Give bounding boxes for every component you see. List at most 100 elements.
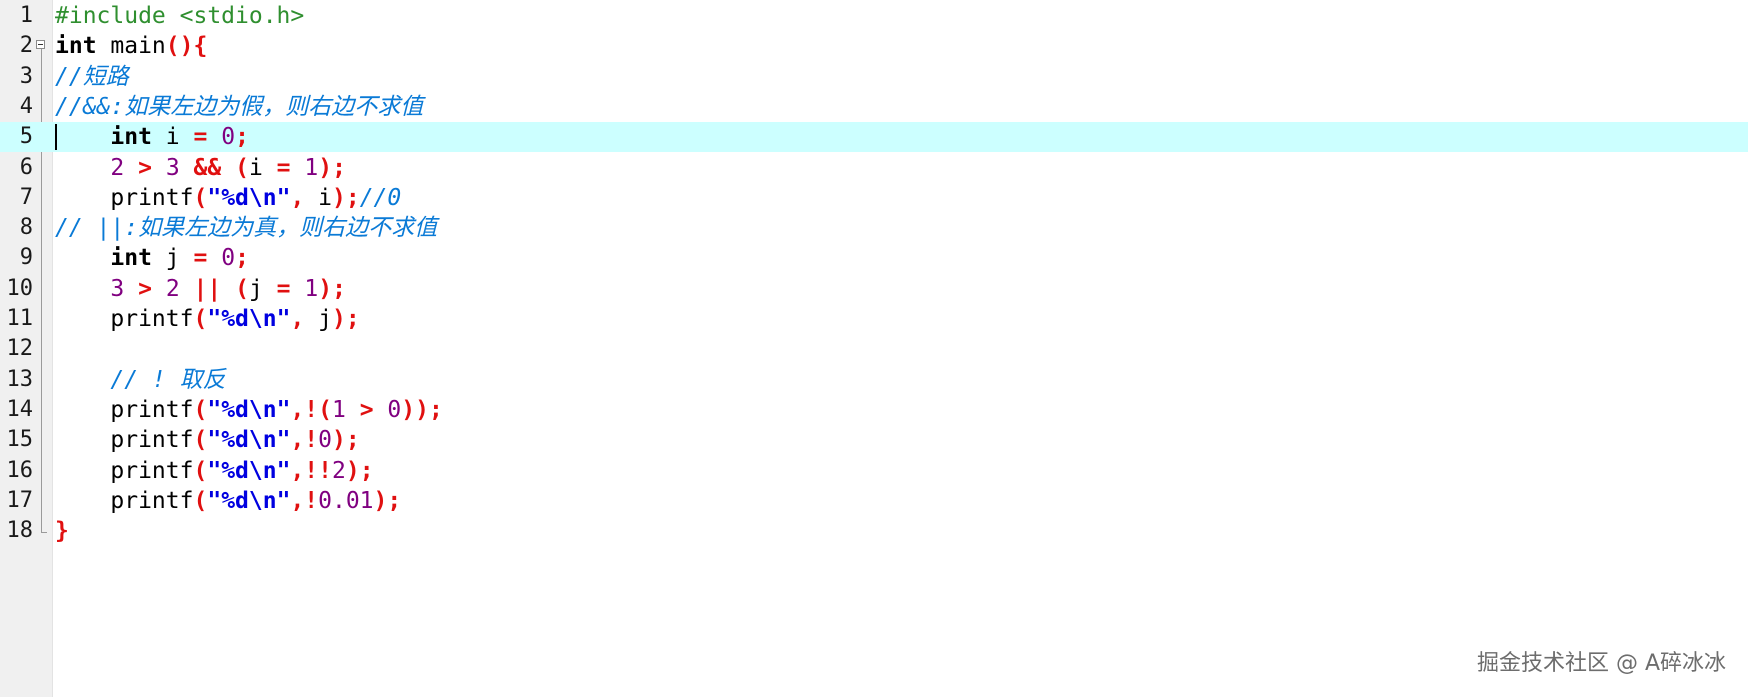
- code-line[interactable]: 4 //&&:如果左边为假，则右边不求值: [0, 92, 1748, 122]
- code-text[interactable]: printf("%d\n",!0.01);: [55, 486, 401, 516]
- code-token: i: [248, 154, 277, 181]
- code-token: ,: [290, 306, 305, 332]
- code-token: [180, 276, 194, 302]
- code-line[interactable]: 7 printf("%d\n", i);//0: [0, 183, 1748, 213]
- code-text[interactable]: printf("%d\n", i);//0: [55, 183, 401, 213]
- code-token: );: [332, 306, 360, 332]
- line-number: 10: [6, 275, 34, 301]
- code-text[interactable]: #include <stdio.h>: [55, 1, 304, 31]
- code-line[interactable]: 15 printf("%d\n",!0);: [0, 425, 1748, 455]
- code-line[interactable]: 10 3 > 2 || (j = 1);: [0, 274, 1748, 304]
- code-token: [124, 276, 138, 302]
- code-line[interactable]: 8// ||:如果左边为真，则右边不求值: [0, 213, 1748, 243]
- code-token: [152, 155, 166, 181]
- code-text[interactable]: int j = 0;: [55, 243, 249, 273]
- code-token: i: [304, 184, 332, 211]
- code-text[interactable]: //&&:如果左边为假，则右边不求值: [55, 92, 423, 122]
- code-token: j: [151, 245, 194, 272]
- fold-guide: [41, 48, 42, 532]
- code-token: printf: [55, 184, 194, 211]
- code-token: ;: [235, 124, 249, 151]
- code-token: >: [138, 275, 152, 302]
- code-token: main: [96, 33, 166, 60]
- code-token: );: [332, 427, 360, 454]
- code-token: // ||:如果左边为真，则右边不求值: [55, 215, 438, 242]
- code-text[interactable]: int main(){: [55, 31, 207, 61]
- code-token: 2: [331, 457, 346, 484]
- code-text[interactable]: }: [55, 516, 69, 546]
- code-text[interactable]: printf("%d\n", j);: [55, 304, 360, 334]
- code-text[interactable]: // ||:如果左边为真，则右边不求值: [55, 213, 437, 243]
- code-token: 2: [165, 275, 180, 302]
- code-text[interactable]: int i = 0;: [55, 122, 249, 152]
- code-token: #include <stdio.h>: [55, 3, 305, 29]
- code-line[interactable]: 12: [0, 334, 1748, 364]
- line-number: 16: [6, 457, 34, 483]
- code-token: >: [359, 396, 374, 423]
- code-token: printf: [55, 396, 194, 423]
- code-line[interactable]: 5 int i = 0;: [0, 122, 1748, 153]
- code-token: 0: [221, 245, 236, 272]
- code-text[interactable]: printf("%d\n",!0);: [55, 425, 360, 455]
- code-text[interactable]: printf("%d\n",!(1 > 0));: [55, 395, 443, 425]
- code-token: );: [318, 154, 346, 181]
- line-number: 7: [19, 184, 33, 210]
- code-token: "%d\n": [207, 427, 291, 454]
- code-token: ));: [401, 396, 443, 423]
- code-token: [55, 124, 110, 150]
- code-token: [291, 155, 305, 181]
- line-number-gutter: [0, 0, 53, 697]
- code-token: (: [193, 487, 208, 514]
- fold-guide-end: [41, 532, 47, 533]
- code-token: [55, 276, 110, 302]
- code-line[interactable]: 2 int main(){: [0, 31, 1748, 61]
- code-line[interactable]: 16 printf("%d\n",!!2);: [0, 456, 1748, 486]
- code-token: [124, 155, 138, 181]
- code-token: ||: [193, 275, 222, 302]
- code-token: printf: [55, 427, 194, 454]
- code-token: //0: [359, 184, 402, 211]
- code-line[interactable]: 11 printf("%d\n", j);: [0, 304, 1748, 334]
- code-token: //&&:如果左边为假，则右边不求值: [55, 93, 424, 120]
- code-token: =: [276, 275, 291, 302]
- code-text[interactable]: // ! 取反: [55, 365, 225, 395]
- code-token: 0.01: [318, 487, 374, 514]
- fold-collapse-icon[interactable]: [36, 40, 45, 49]
- code-token: ,!!: [290, 457, 332, 484]
- code-token: [207, 124, 221, 150]
- code-text[interactable]: //短路: [55, 62, 129, 92]
- code-token: );: [373, 487, 402, 514]
- code-line[interactable]: 3//短路: [0, 62, 1748, 92]
- code-token: "%d\n": [207, 457, 291, 484]
- code-text[interactable]: 3 > 2 || (j = 1);: [55, 274, 346, 304]
- code-line[interactable]: 9 int j = 0;: [0, 243, 1748, 273]
- code-token: 2: [110, 154, 125, 181]
- code-token: 3: [165, 154, 180, 181]
- code-token: 1: [304, 275, 319, 302]
- code-token: 1: [304, 154, 319, 181]
- code-text[interactable]: printf("%d\n",!!2);: [55, 456, 373, 486]
- code-token: 0: [221, 124, 236, 151]
- code-token: (: [193, 184, 208, 211]
- code-line[interactable]: 14 printf("%d\n",!(1 > 0));: [0, 395, 1748, 425]
- code-token: [180, 155, 194, 181]
- code-line[interactable]: 17 printf("%d\n",!0.01);: [0, 486, 1748, 516]
- code-token: =: [276, 154, 291, 181]
- code-line[interactable]: 18}: [0, 516, 1748, 546]
- text-caret: [55, 124, 57, 151]
- code-token: 1: [331, 396, 346, 423]
- line-number: 4: [19, 93, 33, 119]
- code-token: [55, 155, 110, 181]
- code-token: );: [332, 184, 360, 211]
- code-line[interactable]: 6 2 > 3 && (i = 1);: [0, 153, 1748, 183]
- code-token: >: [138, 154, 152, 181]
- code-line[interactable]: 13 // ! 取反: [0, 365, 1748, 395]
- code-token: }: [55, 518, 69, 545]
- line-number: 11: [6, 306, 34, 331]
- code-text[interactable]: 2 > 3 && (i = 1);: [55, 153, 346, 183]
- code-token: [207, 245, 221, 271]
- line-number: 2: [19, 33, 33, 59]
- code-token: //短路: [55, 63, 129, 90]
- code-line[interactable]: 1#include <stdio.h>: [0, 1, 1748, 31]
